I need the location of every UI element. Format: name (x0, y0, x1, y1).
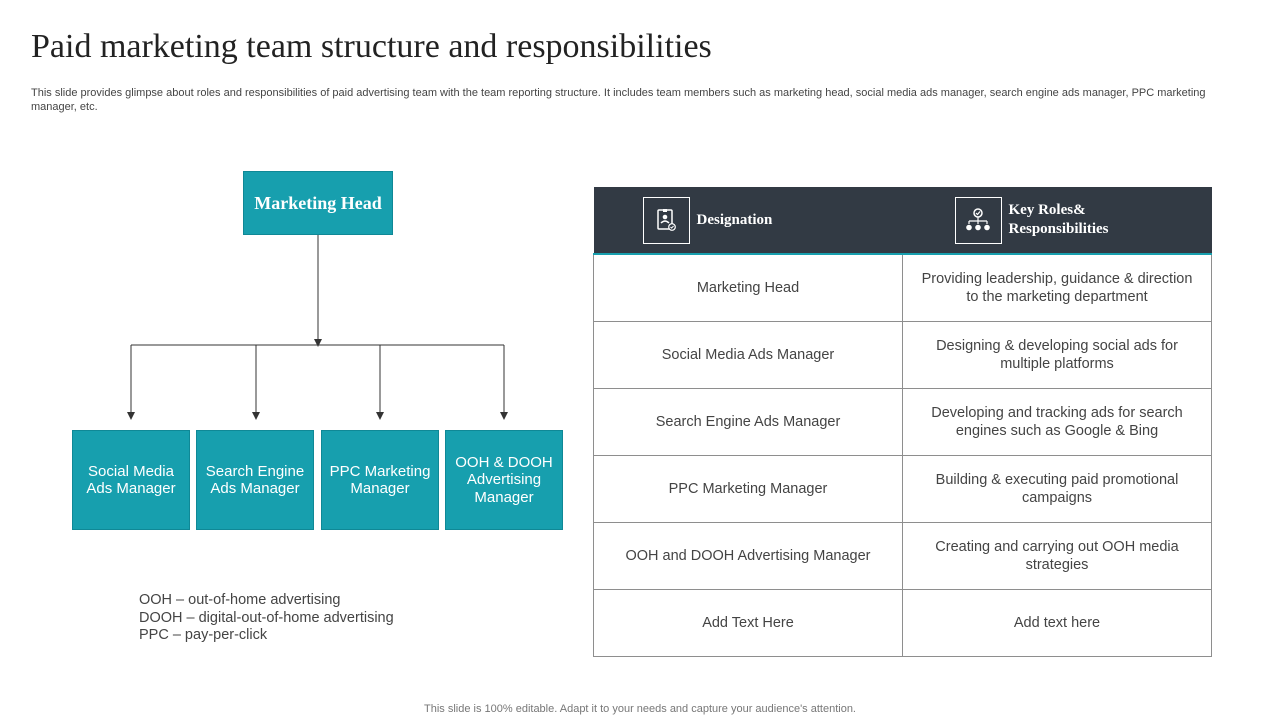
designation-cell: Social Media Ads Manager (593, 321, 903, 389)
designation-cell: PPC Marketing Manager (593, 455, 903, 523)
header-designation: Designation (593, 187, 903, 255)
responsibility-cell: Add text here (902, 589, 1212, 657)
table-row: PPC Marketing Manager Building & executi… (593, 455, 1212, 523)
legend-item: PPC – pay-per-click (139, 627, 268, 643)
responsibility-cell: Developing and tracking ads for search e… (902, 388, 1212, 456)
org-box-social-media-ads-manager: Social Media Ads Manager (72, 430, 190, 530)
responsibility-cell: Designing & developing social ads for mu… (902, 321, 1212, 389)
slide-title: Paid marketing team structure and respon… (31, 28, 712, 65)
roles-table: Designation Key Role (593, 187, 1212, 657)
designation-cell: Search Engine Ads Manager (593, 388, 903, 456)
responsibility-cell: Building & executing paid promotional ca… (902, 455, 1212, 523)
table-row: Add Text Here Add text here (593, 589, 1212, 657)
slide-footer: This slide is 100% editable. Adapt it to… (424, 703, 856, 715)
org-box-ppc-marketing-manager: PPC Marketing Manager (321, 430, 439, 530)
responsibility-cell: Creating and carrying out OOH media stra… (902, 522, 1212, 590)
designation-cell: Marketing Head (593, 253, 903, 322)
table-row: Social Media Ads Manager Designing & dev… (593, 321, 1212, 389)
designation-cell: Add Text Here (593, 589, 903, 657)
responsibility-cell: Providing leadership, guidance & directi… (902, 253, 1212, 322)
designation-cell: OOH and DOOH Advertising Manager (593, 522, 903, 590)
abbreviation-legend: OOH – out-of-home advertising DOOH – dig… (139, 592, 394, 645)
team-hierarchy-icon (954, 196, 1002, 244)
org-box-search-engine-ads-manager: Search Engine Ads Manager (196, 430, 314, 530)
org-box-ooh-dooh-advertising-manager: OOH & DOOH Advertising Manager (445, 430, 563, 530)
table-row: OOH and DOOH Advertising Manager Creatin… (593, 522, 1212, 590)
id-badge-icon (642, 196, 690, 244)
header-key-roles: Key Roles& Responsibilities (902, 187, 1212, 255)
legend-item: DOOH – digital-out-of-home advertising (139, 609, 394, 626)
header-label: Designation (696, 211, 773, 228)
table-row: Marketing Head Providing leadership, gui… (593, 253, 1212, 322)
legend-item: OOH – out-of-home advertising (139, 592, 341, 608)
table-row: Search Engine Ads Manager Developing and… (593, 388, 1212, 456)
slide-description: This slide provides glimpse about roles … (31, 87, 1206, 113)
header-label: Key Roles& Responsibilities (1008, 202, 1109, 237)
org-box-marketing-head: Marketing Head (243, 171, 393, 235)
table-header-row: Designation Key Role (593, 187, 1212, 255)
